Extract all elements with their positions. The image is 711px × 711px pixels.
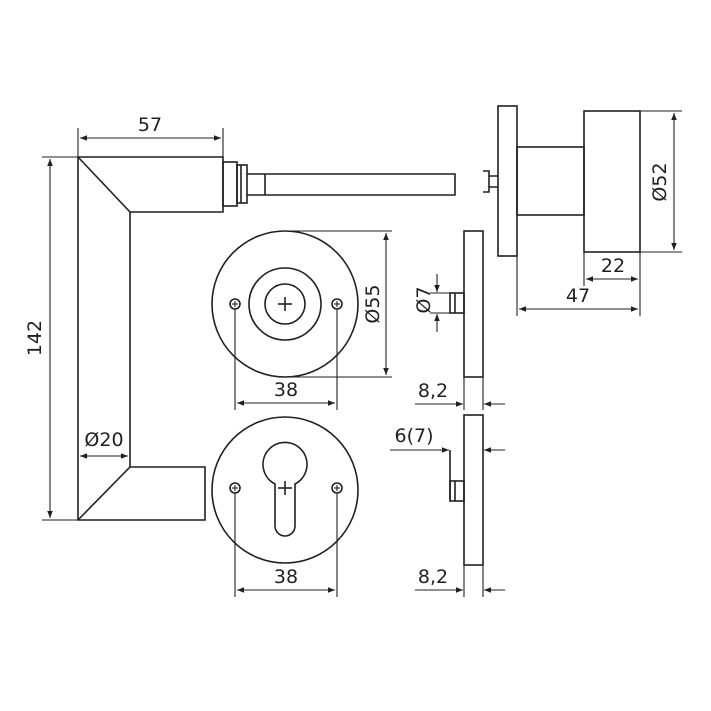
label-d7: Ø7 bbox=[413, 286, 435, 313]
screw-left bbox=[229, 298, 241, 310]
key-rose-side-view bbox=[449, 414, 484, 566]
dim-key-rose-thickness: 8,2 bbox=[415, 565, 505, 597]
label-38-top: 38 bbox=[274, 379, 298, 401]
screw-right bbox=[331, 298, 343, 310]
knob-side-view bbox=[483, 105, 641, 257]
screw-right-key bbox=[331, 482, 343, 494]
label-d52: Ø52 bbox=[649, 162, 671, 201]
label-d55: Ø55 bbox=[362, 284, 384, 323]
dim-rose-diameter: Ø55 bbox=[285, 230, 392, 378]
rose-front-view bbox=[211, 230, 359, 378]
dim-key-rose-hole-spacing: 38 bbox=[234, 494, 338, 597]
label-d20: Ø20 bbox=[84, 429, 123, 451]
dim-handle-diameter: Ø20 bbox=[80, 429, 128, 459]
label-8-2-bottom: 8,2 bbox=[418, 566, 448, 588]
dim-handle-width: 57 bbox=[77, 114, 224, 157]
dim-rose-hole-spacing: 38 bbox=[234, 310, 338, 410]
dim-handle-height: 142 bbox=[24, 156, 78, 521]
screw-left-key bbox=[229, 482, 241, 494]
label-38-bottom: 38 bbox=[274, 566, 298, 588]
label-57: 57 bbox=[138, 114, 162, 136]
dim-knob-total-length: 47 bbox=[516, 256, 641, 316]
label-8-2-top: 8,2 bbox=[418, 380, 448, 402]
dim-knob-length: 22 bbox=[583, 252, 641, 286]
rose-side-view bbox=[449, 230, 484, 378]
dim-knob-diameter: Ø52 bbox=[640, 110, 682, 253]
dim-rose-thickness: 8,2 bbox=[415, 377, 505, 410]
label-47: 47 bbox=[566, 285, 590, 307]
dim-spindle-diameter: Ø7 bbox=[413, 274, 450, 332]
label-22: 22 bbox=[601, 255, 625, 277]
label-142: 142 bbox=[24, 320, 46, 356]
lever-handle bbox=[77, 156, 456, 521]
dim-key-rose-offset: 6(7) bbox=[390, 425, 505, 453]
label-6-7: 6(7) bbox=[394, 425, 433, 447]
key-rose-front-view bbox=[211, 416, 359, 564]
